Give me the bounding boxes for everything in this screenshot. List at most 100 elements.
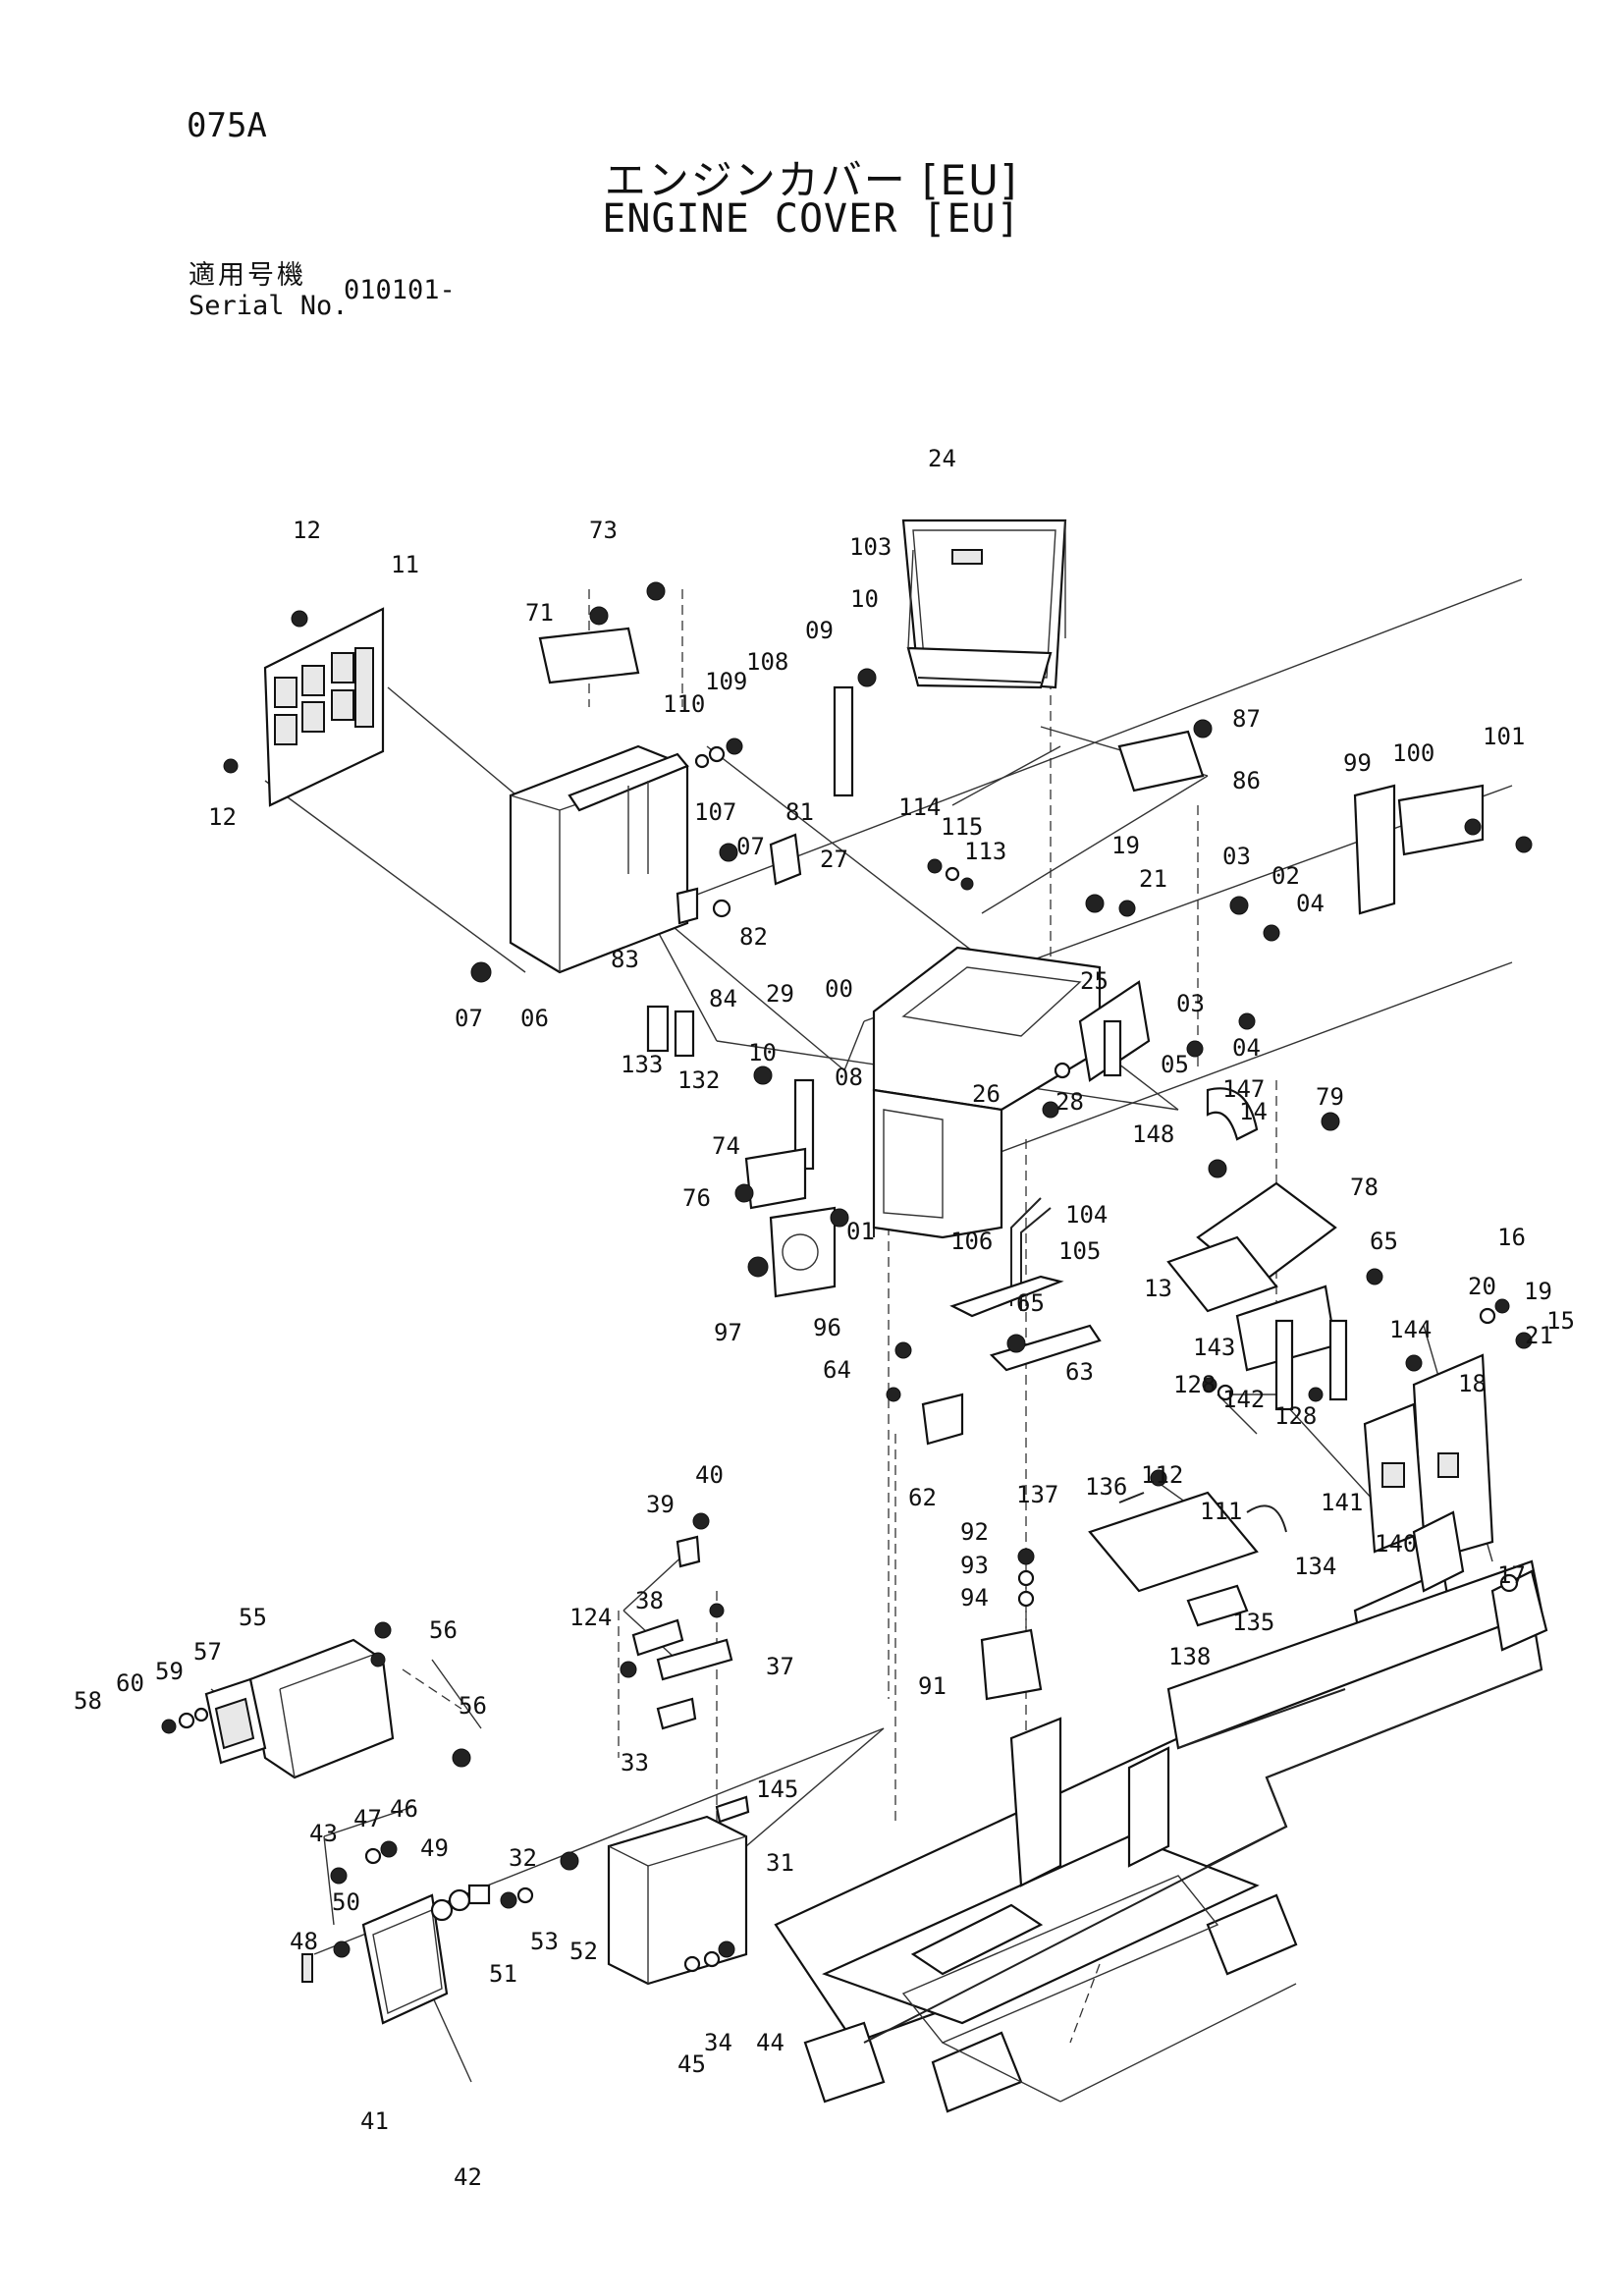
callout-label: 96 [813, 1314, 841, 1341]
callout-label: 20 [1468, 1273, 1496, 1300]
callout-label: 02 [1271, 862, 1300, 890]
callout-label: 105 [1058, 1237, 1101, 1265]
callout-label: 128 [1274, 1402, 1317, 1430]
callout-labels: 00 01 02 03 03 04 04 05 06 07 07 08 09 1… [74, 445, 1575, 2191]
callout-label: 135 [1232, 1609, 1274, 1636]
callout-label: 24 [928, 445, 956, 472]
callout-label: 99 [1343, 749, 1372, 777]
callout-label: 83 [611, 946, 639, 973]
callout-label: 81 [785, 798, 814, 826]
callout-label: 11 [391, 551, 419, 578]
title-english: ENGINE COVER [EU] [602, 196, 1021, 242]
callout-label: 65 [1016, 1289, 1045, 1317]
callout-label: 01 [846, 1218, 875, 1245]
callout-label: 65 [1370, 1228, 1398, 1255]
callout-label: 134 [1294, 1553, 1336, 1580]
callout-label: 56 [459, 1692, 487, 1720]
callout-label: 19 [1111, 832, 1140, 859]
callout-label: 19 [1524, 1278, 1552, 1305]
callout-label: 33 [621, 1749, 649, 1777]
callout-label: 07 [736, 833, 765, 860]
callout-label: 56 [429, 1616, 458, 1644]
callout-label: 53 [530, 1928, 559, 1955]
callout-label: 103 [849, 533, 892, 561]
callout-label: 21 [1139, 865, 1167, 893]
callout-label: 50 [332, 1888, 360, 1916]
callout-label: 38 [635, 1587, 664, 1614]
callout-label: 10 [850, 585, 879, 613]
serial-label-english: Serial No. [189, 291, 349, 321]
callout-label: 12 [293, 517, 321, 544]
callout-label: 64 [823, 1356, 851, 1384]
callout-label: 34 [704, 2029, 732, 2056]
callout-label: 39 [646, 1491, 675, 1518]
callout-label: 79 [1316, 1083, 1344, 1111]
callout-label: 101 [1483, 723, 1525, 750]
callout-label: 63 [1065, 1358, 1094, 1386]
callout-label: 86 [1232, 767, 1261, 794]
callout-label: 05 [1161, 1051, 1189, 1078]
callout-label: 148 [1132, 1121, 1174, 1148]
callout-label: 43 [309, 1820, 338, 1847]
callout-label: 137 [1016, 1481, 1058, 1508]
callout-label: 84 [709, 985, 737, 1012]
callout-label: 82 [739, 923, 768, 951]
callout-label: 71 [525, 599, 554, 627]
callout-label: 03 [1176, 990, 1205, 1017]
callout-label: 112 [1141, 1461, 1183, 1489]
callout-label: 07 [455, 1005, 483, 1032]
callout-label: 104 [1065, 1201, 1108, 1229]
callout-label: 109 [705, 668, 747, 695]
callout-label: 58 [74, 1687, 102, 1715]
callout-label: 144 [1389, 1316, 1432, 1343]
callout-label: 145 [756, 1776, 798, 1803]
callout-label: 47 [353, 1805, 382, 1832]
callout-label: 107 [694, 798, 736, 826]
callout-label: 110 [663, 690, 705, 718]
callout-label: 132 [677, 1066, 720, 1094]
callout-label: 78 [1350, 1174, 1379, 1201]
callout-label: 10 [748, 1039, 777, 1066]
callout-label: 26 [972, 1080, 1001, 1108]
callout-label: 94 [960, 1584, 989, 1612]
callout-label: 18 [1458, 1370, 1487, 1397]
callout-label: 40 [695, 1461, 724, 1489]
callout-label: 08 [835, 1064, 863, 1091]
callout-label: 51 [489, 1960, 517, 1988]
callout-label: 143 [1193, 1334, 1235, 1361]
callout-label: 100 [1392, 739, 1434, 767]
callout-label: 141 [1321, 1489, 1363, 1516]
callout-label: 97 [714, 1319, 742, 1346]
callout-label: 37 [766, 1653, 794, 1680]
callout-label: 15 [1546, 1307, 1575, 1335]
callout-label: 45 [677, 2050, 706, 2078]
callout-label: 17 [1497, 1561, 1526, 1589]
callout-label: 93 [960, 1552, 989, 1579]
callout-label: 12 [208, 803, 237, 831]
callout-label: 73 [589, 517, 618, 544]
callout-label: 52 [569, 1938, 598, 1965]
callout-label: 27 [820, 846, 848, 873]
callout-label: 03 [1222, 843, 1251, 870]
callout-label: 55 [239, 1604, 267, 1631]
callout-label: 138 [1168, 1643, 1211, 1670]
callout-label: 111 [1200, 1498, 1242, 1525]
callout-label: 147 [1222, 1075, 1265, 1103]
callout-label: 57 [193, 1638, 222, 1666]
callout-label: 41 [360, 2107, 389, 2135]
callout-label: 00 [825, 975, 853, 1003]
callout-label: 76 [682, 1184, 711, 1212]
callout-label: 106 [950, 1228, 993, 1255]
callout-label: 44 [756, 2029, 784, 2056]
callout-label: 60 [116, 1669, 144, 1697]
callout-label: 06 [520, 1005, 549, 1032]
callout-label: 140 [1375, 1530, 1417, 1558]
callout-label: 87 [1232, 705, 1261, 733]
page-code: 075A [187, 106, 267, 145]
callout-label: 25 [1080, 967, 1109, 995]
callout-label: 04 [1232, 1034, 1261, 1062]
hardware-bolts [161, 581, 1533, 1973]
callout-label: 92 [960, 1518, 989, 1546]
callout-label: 09 [805, 617, 834, 644]
